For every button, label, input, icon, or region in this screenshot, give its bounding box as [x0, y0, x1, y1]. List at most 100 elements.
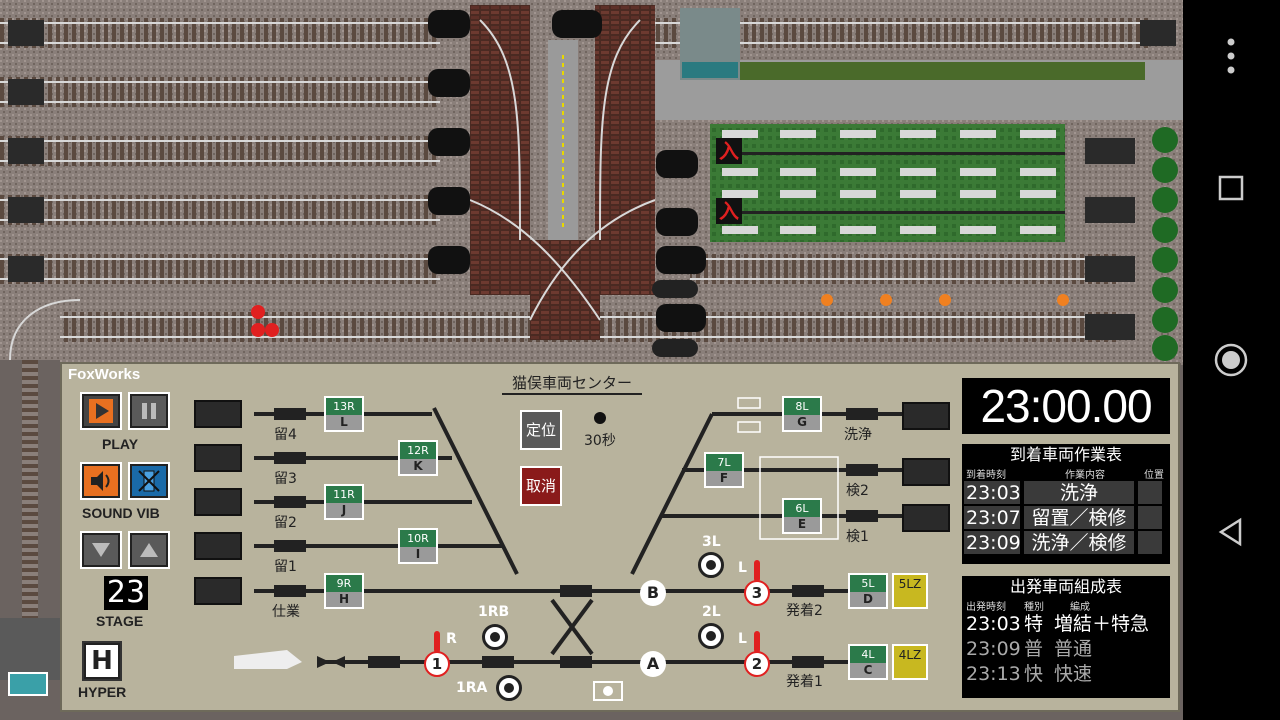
- departure-table-title: 出発車両組成表: [1009, 577, 1122, 596]
- departure-kind: 普: [1024, 638, 1044, 660]
- teii-button[interactable]: 定位: [520, 410, 562, 450]
- overflow-menu-button[interactable]: [1209, 34, 1253, 78]
- track-label-shigyo: 仕業: [272, 604, 300, 620]
- play-button[interactable]: [80, 392, 122, 430]
- signal-2-l-mark: L: [738, 631, 747, 647]
- android-nav-bar: [1183, 0, 1280, 720]
- departure-kind: 快: [1024, 663, 1044, 685]
- signal-1-button[interactable]: 1: [424, 651, 450, 677]
- departure-time: 23:09: [966, 638, 1021, 660]
- back-button[interactable]: [1209, 510, 1253, 554]
- departure-header-time: 出発時刻: [966, 602, 1006, 613]
- route-button-10r-top: 10R: [400, 530, 436, 547]
- departure-time: 23:03: [966, 613, 1021, 635]
- point-b-button[interactable]: B: [640, 580, 666, 606]
- lz-button-5lz[interactable]: 5LZ: [892, 573, 928, 609]
- table-row: 23:09 普 普通: [962, 637, 1170, 662]
- sound-button[interactable]: [80, 462, 122, 500]
- shunt-signal-3l[interactable]: [698, 552, 724, 578]
- departure-formation: 増結＋特急: [1054, 613, 1150, 635]
- recents-button[interactable]: [1209, 166, 1253, 210]
- departure-header-kind: 種別: [1024, 602, 1044, 613]
- home-button[interactable]: [1209, 338, 1253, 382]
- shunt-signal-2l[interactable]: [698, 623, 724, 649]
- hyper-label: HYPER: [78, 684, 127, 700]
- departure-formation: 快速: [1054, 663, 1093, 685]
- departure-time: 23:13: [966, 663, 1021, 685]
- game-clock: 23:00.00: [962, 378, 1170, 434]
- arrival-position: [1138, 531, 1162, 554]
- yard-map: [0, 0, 1183, 365]
- table-row: 23:09 洗浄／検修: [962, 530, 1170, 555]
- route-button-4l-top: 4L: [850, 646, 886, 663]
- track-occupancy-insp2: [902, 458, 950, 486]
- track-label-dep2: 発着2: [786, 603, 823, 619]
- route-button-6l-top: 6L: [784, 500, 820, 517]
- route-button-4l-bottom: C: [850, 663, 886, 678]
- stage-up-button[interactable]: [128, 531, 170, 569]
- track-label-ru4: 留4: [274, 427, 297, 443]
- triangle-down-icon: [92, 543, 110, 557]
- inspection-shed: [710, 124, 1065, 242]
- track-occupancy-ru4: [194, 400, 242, 428]
- back-triangle-icon: [1218, 517, 1242, 547]
- pause-icon: [142, 403, 156, 419]
- sound-vib-label: SOUND VIB: [82, 505, 160, 521]
- lz-button-4lz[interactable]: 4LZ: [892, 644, 928, 680]
- timer-label: 30秒: [584, 433, 616, 449]
- track-label-wash: 洗浄: [844, 427, 872, 443]
- pause-button[interactable]: [128, 392, 170, 430]
- circle-icon: [1214, 343, 1248, 377]
- play-label: PLAY: [102, 436, 139, 452]
- triangle-up-icon: [140, 543, 158, 557]
- point-a-button[interactable]: A: [640, 651, 666, 677]
- stage-down-button[interactable]: [80, 531, 122, 569]
- arrival-task: 洗浄／検修: [1024, 531, 1134, 554]
- shunt-signal-1ra[interactable]: [496, 675, 522, 701]
- route-button-5l-top: 5L: [850, 575, 886, 592]
- route-button-13r-top: 13R: [326, 398, 362, 415]
- track-label-ru3: 留3: [274, 471, 297, 487]
- table-row: 23:13 快 快速: [962, 662, 1170, 687]
- arrival-position: [1138, 481, 1162, 504]
- signal-1-lever: [434, 631, 440, 653]
- shunt-signal-1rb[interactable]: [482, 624, 508, 650]
- hyper-glyph: H: [91, 646, 113, 676]
- more-vert-icon: [1227, 38, 1235, 74]
- signal-2-button[interactable]: 2: [744, 651, 770, 677]
- route-button-8l-bottom: G: [784, 415, 820, 430]
- track-label-dep1: 発着1: [786, 674, 823, 690]
- departure-header-formation: 編成: [1070, 602, 1090, 613]
- track-occupancy-wash: [902, 402, 950, 430]
- track-occupancy-insp1: [902, 504, 950, 532]
- signal-3-button[interactable]: 3: [744, 580, 770, 606]
- route-button-9r-top: 9R: [326, 575, 362, 592]
- torikeshi-button[interactable]: 取消: [520, 466, 562, 506]
- hyper-button[interactable]: H: [82, 641, 122, 681]
- train-icon: [234, 650, 302, 669]
- track-occupancy-shigyo: [194, 577, 242, 605]
- arrival-time: 23:09: [964, 531, 1021, 554]
- center-name: 猫俣車両センター: [502, 372, 642, 395]
- track-label-insp2: 検2: [846, 483, 869, 499]
- route-button-5l-bottom: D: [850, 592, 886, 607]
- departure-kind: 特: [1024, 613, 1044, 635]
- stage-label: STAGE: [96, 613, 144, 629]
- vibration-button[interactable]: [128, 462, 170, 500]
- shunt-signal-3l-label: 3L: [702, 534, 721, 550]
- arrival-task: 洗浄: [1024, 481, 1134, 504]
- stage-number: 23: [104, 576, 148, 610]
- arrival-position: [1138, 506, 1162, 529]
- yard-sign-entry-2: 入: [716, 198, 742, 224]
- track-occupancy-ru1: [194, 532, 242, 560]
